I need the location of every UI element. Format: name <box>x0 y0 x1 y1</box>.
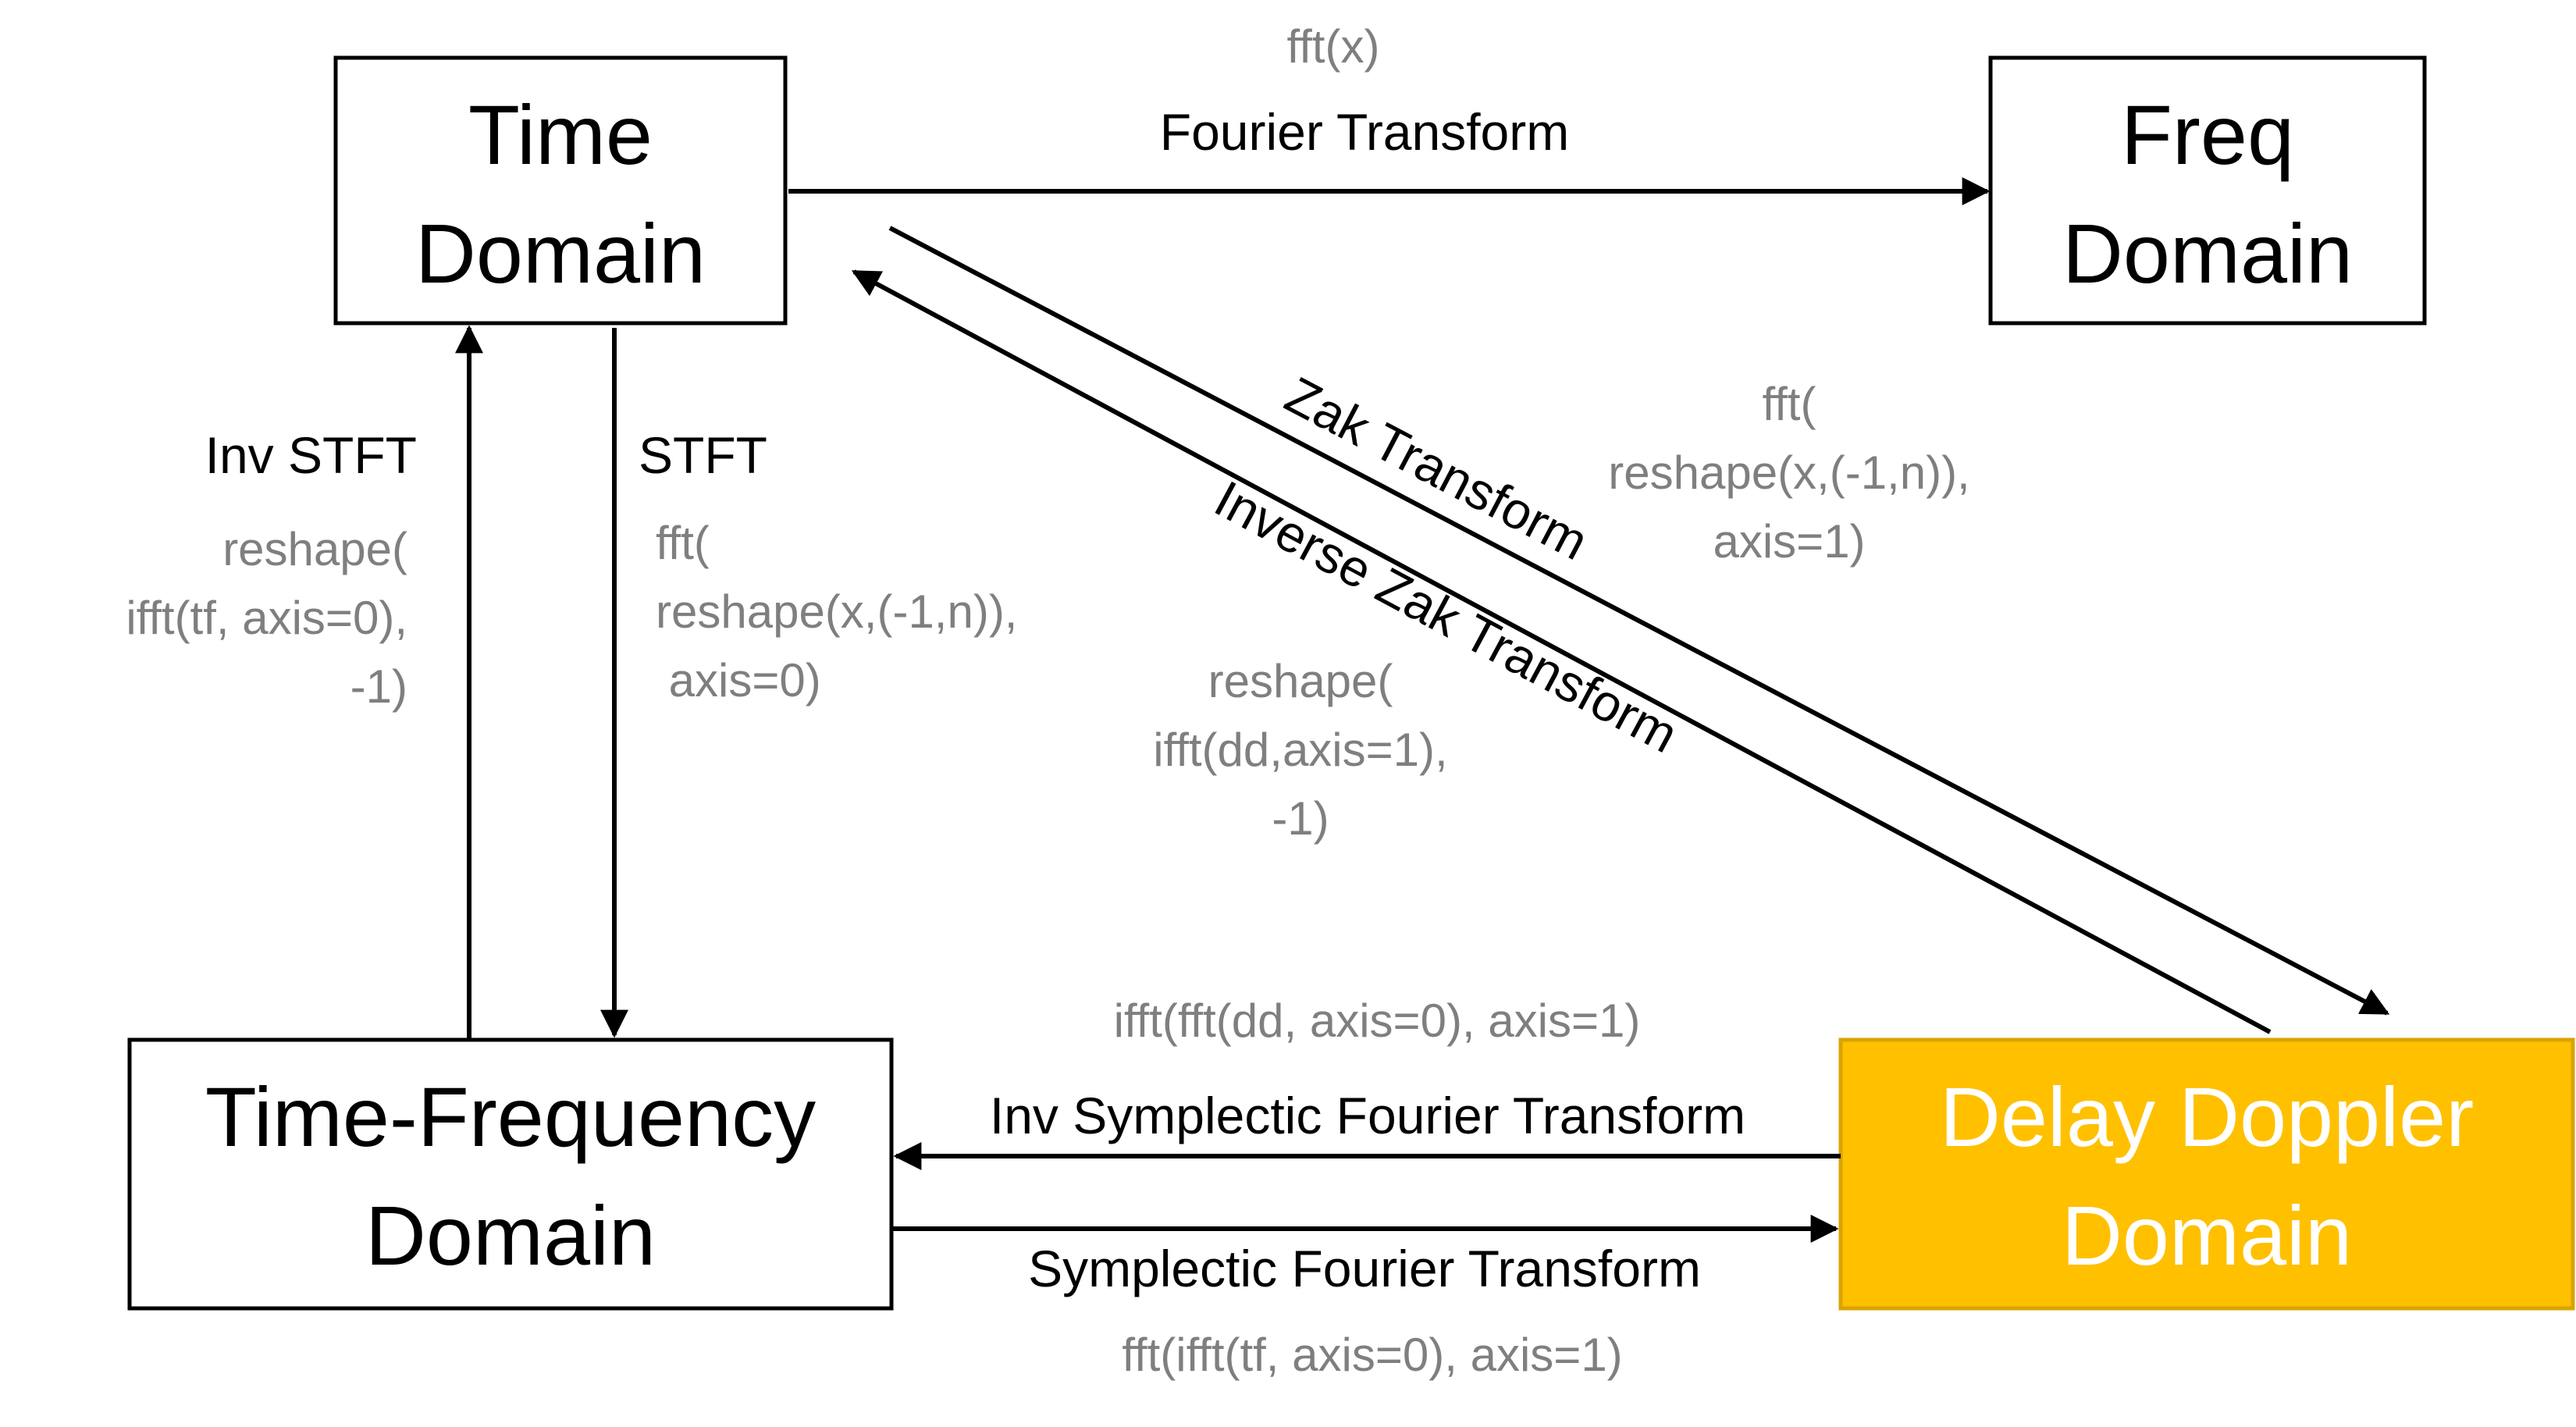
inverse-zak-transform-code-line-2: ifft(dd,axis=1), <box>1153 724 1447 776</box>
sfft-code: fft(ifft(tf, axis=0), axis=1) <box>1122 1329 1622 1381</box>
time-frequency-domain-box <box>127 1037 894 1311</box>
sfft-label: Symplectic Fourier Transform <box>1028 1240 1701 1297</box>
time-domain-line-1: Time <box>468 87 653 182</box>
stft-code-line-2: reshape(x,(-1,n)), <box>656 585 1017 638</box>
delay-doppler-domain-line-1: Delay Doppler <box>1940 1069 2474 1164</box>
inv-stft-code-line-3: -1) <box>350 660 407 713</box>
freq-domain-line-1: Freq <box>2121 87 2294 182</box>
stft-code-line-1: fft( <box>656 517 710 569</box>
stft-code-line-3: axis=0) <box>656 654 821 706</box>
stft-label: STFT <box>639 426 767 484</box>
inv-stft-code-line-1: reshape( <box>222 523 407 575</box>
inv-stft-label: Inv STFT <box>205 426 417 484</box>
inv-sfft-code: ifft(fft(dd, axis=0), axis=1) <box>1114 995 1641 1047</box>
inv-stft-code-line-2: ifft(tf, axis=0), <box>126 592 407 644</box>
fourier-transform-label: Fourier Transform <box>1160 103 1569 161</box>
time-frequency-domain-line-2: Domain <box>365 1188 656 1283</box>
zak-transform-code-line-1: fft( <box>1763 378 1816 430</box>
inv-sfft-label: Inv Symplectic Fourier Transform <box>990 1087 1745 1144</box>
fourier-transform-code: fft(x) <box>1287 20 1380 73</box>
inverse-zak-transform-code-line-1: reshape( <box>1208 655 1393 707</box>
delay-doppler-domain-line-2: Domain <box>2062 1188 2352 1283</box>
freq-domain-line-2: Domain <box>2062 206 2353 301</box>
time-domain-box <box>333 55 788 326</box>
time-frequency-domain-line-1: Time-Frequency <box>205 1069 816 1164</box>
zak-transform-code-line-3: axis=1) <box>1713 515 1865 568</box>
time-domain-line-2: Domain <box>415 206 706 301</box>
freq-domain-box <box>1988 55 2427 326</box>
inverse-zak-transform-arrow <box>851 269 2272 1034</box>
delay-doppler-domain-box <box>1838 1037 2575 1311</box>
zak-transform-code-line-2: reshape(x,(-1,n)), <box>1608 447 1969 499</box>
zak-transform-arrow <box>888 226 2390 1016</box>
inverse-zak-transform-code-line-3: -1) <box>1272 792 1329 845</box>
inverse-zak-transform-label: Inverse Zak Transform <box>1205 469 1687 763</box>
